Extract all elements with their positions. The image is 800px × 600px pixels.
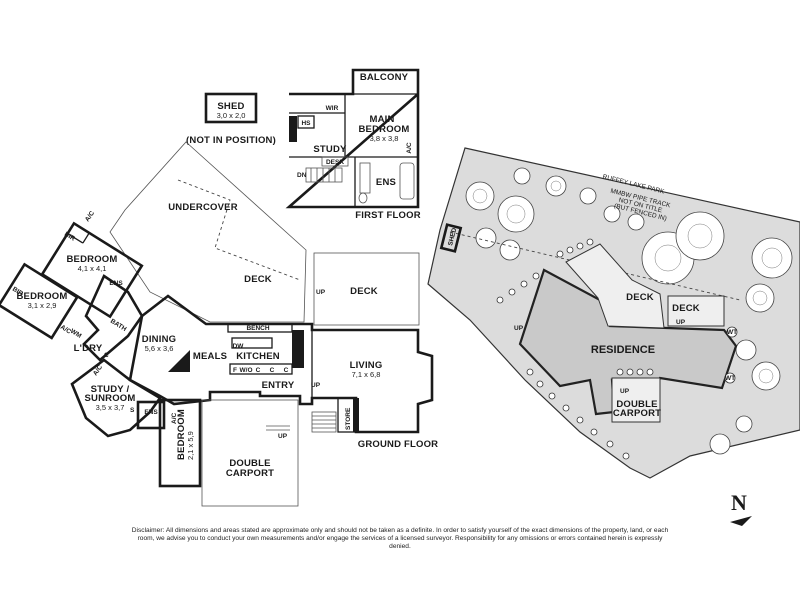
ensuite-first-floor-label: ENS [376, 177, 396, 188]
ground-floor-title: GROUND FLOOR [358, 439, 439, 450]
wir-label: WIR [326, 105, 339, 112]
dining-label: DINING [142, 334, 176, 345]
carport-label-2: CARPORT [226, 468, 274, 479]
deck-up-label: UP [316, 289, 326, 296]
kitchen-cupboard-label-2: C [270, 367, 275, 374]
main-bedroom-ac-label: A/C [406, 142, 413, 154]
study-sunroom-ac-label: A/C [92, 364, 104, 377]
site-up-label: UP [514, 325, 524, 332]
ensuite-ground-label: ENS [109, 280, 123, 287]
shed-label: SHED [217, 101, 244, 112]
first-floor-title: FIRST FLOOR [355, 210, 421, 221]
study-sunroom-dimensions: 3,5 x 3,7 [96, 403, 125, 412]
study-sunroom-label-2: SUNROOM [84, 393, 135, 404]
ground-floor-stairs [311, 411, 337, 433]
site-carport-label-2: CARPORT [613, 408, 661, 419]
laundry-cupboard-label: C [104, 352, 109, 359]
kitchen-cupboard-label-1: C [256, 367, 261, 374]
residence-label: RESIDENCE [591, 344, 655, 356]
fridge-label: F [233, 367, 237, 374]
shed-not-in-position-note: (NOT IN POSITION) [186, 135, 276, 146]
entry-up-label: UP [311, 382, 321, 389]
shed: SHED 3,0 x 2,0 (NOT IN POSITION) [186, 92, 276, 146]
site-deck-right-label: DECK [672, 303, 700, 314]
dishwasher-label: DW [233, 343, 245, 350]
desk-label: DESK [326, 159, 344, 166]
carport-label: DOUBLE [229, 458, 270, 469]
bedroom-31-block [0, 262, 79, 340]
undercover-label: UNDERCOVER [168, 202, 238, 213]
ensuite-small-label: ENS [144, 409, 158, 416]
stairs-down-label: DN [297, 172, 307, 179]
bedroom-31-label: BEDROOM [16, 291, 67, 302]
entry-label: ENTRY [262, 380, 295, 391]
kitchen-cupboard-label-3: C [284, 367, 289, 374]
deck-left-label: DECK [244, 274, 272, 285]
north-arrow [730, 516, 752, 526]
study-sunroom-label: STUDY / [91, 384, 130, 395]
main-bedroom-dimensions: 3,8 x 3,8 [370, 134, 399, 143]
laundry-label: L'DRY [74, 343, 103, 354]
bir-label-1: BIR [63, 231, 76, 243]
wm-label: WM [69, 328, 83, 340]
bath-label: BATH [109, 318, 128, 333]
hs-label: HS [301, 120, 311, 127]
living-dimensions: 7,1 x 6,8 [352, 370, 381, 379]
site-carport-up-label: UP [620, 388, 630, 395]
bedroom-41-dimensions: 4,1 x 4,1 [78, 264, 107, 273]
water-tank-label-1: WT [727, 329, 737, 336]
bedroom-21-dimensions: 2,1 x 5,9 [186, 431, 195, 460]
disclaimer-text: Disclaimer: All dimensions and areas sta… [131, 527, 669, 550]
bench-label: BENCH [246, 325, 269, 332]
store-label: STORE [345, 407, 352, 430]
dining-dimensions: 5,6 x 3,6 [145, 344, 174, 353]
site-shrubs [496, 238, 654, 460]
deck-right-label: DECK [350, 286, 378, 297]
bedroom-21-ac-label: A/C [171, 413, 178, 425]
bedroom-31-dimensions: 3,1 x 2,9 [28, 301, 57, 310]
site-deck-up-label: UP [676, 319, 686, 326]
carport-up-label: UP [278, 433, 288, 440]
main-bedroom-label: MAIN [369, 114, 394, 125]
study-sunroom-s-label: S [130, 407, 135, 414]
site-shed-label: SHED [447, 227, 458, 247]
bedroom-41-label: BEDROOM [66, 254, 117, 265]
main-bedroom-label-2: BEDROOM [358, 124, 409, 135]
site-deck-left-label: DECK [626, 292, 654, 303]
living-label: LIVING [350, 360, 383, 371]
water-tank-label-2: WT [725, 375, 735, 382]
first-floor-stairs: DN [297, 167, 343, 183]
first-floor-plan: BALCONY WIR HS MAIN BEDROOM 3,8 x 3,8 A/… [285, 68, 421, 221]
ground-floor-plan: UNDERCOVER DECK DECK UP BIR A/C BEDROOM … [0, 141, 439, 507]
site-plan: RUFFEY LAKE PARK MMBW PIPE TRACK NOT ON … [427, 147, 800, 479]
wall-oven-label: W/O [240, 367, 253, 374]
site-trees [465, 167, 793, 455]
shed-dimensions: 3,0 x 2,0 [217, 111, 246, 120]
bedroom-21-label: BEDROOM [176, 409, 187, 460]
kitchen-label: KITCHEN [236, 351, 280, 362]
balcony-label: BALCONY [360, 72, 409, 83]
study-label: STUDY [313, 144, 347, 155]
site-carport-label: DOUBLE [616, 399, 657, 410]
north-label: N [731, 490, 747, 515]
bedroom-41-ac-label: A/C [84, 210, 96, 223]
meals-label: MEALS [193, 351, 227, 362]
